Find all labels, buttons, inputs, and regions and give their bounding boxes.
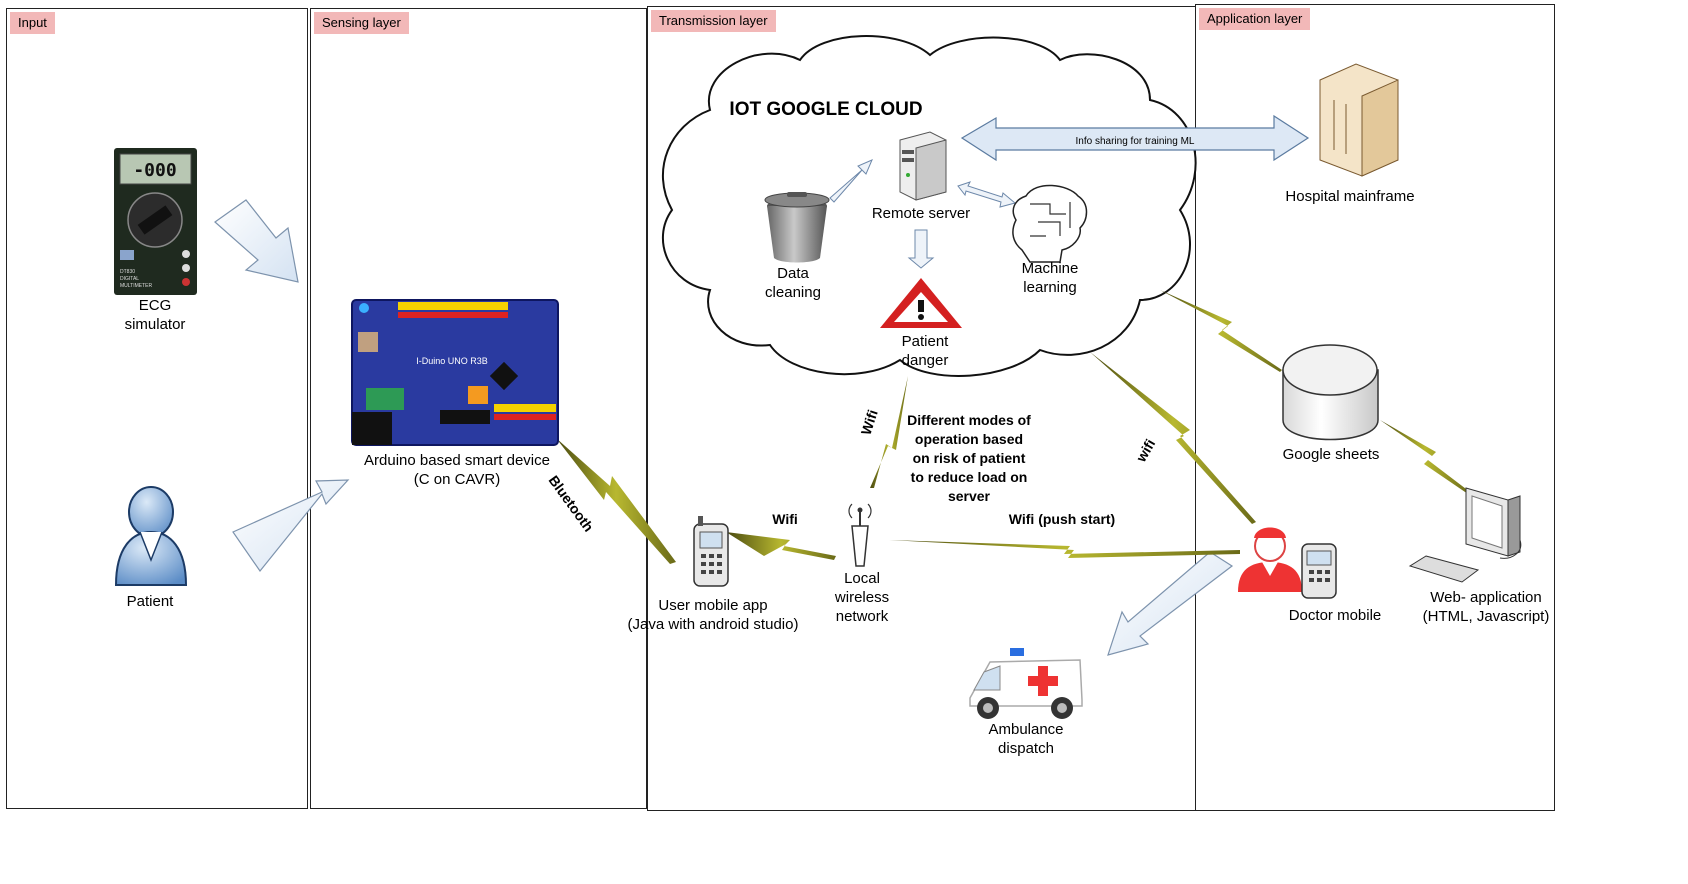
data-cleaning-line2: cleaning xyxy=(765,284,821,301)
ecg-label-line2: simulator xyxy=(124,316,186,333)
user-app-line2: (Java with android studio) xyxy=(627,616,799,633)
machine-learning-line1: Machine xyxy=(1021,260,1079,277)
arduino-label-line1: Arduino based smart device xyxy=(364,452,550,469)
arduino-label-line2: (C on CAVR) xyxy=(413,471,501,488)
doctor-icon xyxy=(1238,527,1302,592)
multimeter-label-text: MULTIMETER xyxy=(120,283,153,289)
ecg-label: ECG simulator xyxy=(125,296,186,334)
ecg-label-line1: ECG xyxy=(138,297,172,314)
desktop-computer-icon xyxy=(1408,487,1522,583)
info-sharing-double-arrow xyxy=(960,114,1310,162)
wifi-right-label: wifi xyxy=(1132,436,1158,465)
patient-label: Patient xyxy=(126,593,174,610)
bluetooth-link-bolt xyxy=(556,438,676,564)
multimeter-display-text: -000 xyxy=(133,160,176,181)
patient-icon xyxy=(114,486,188,586)
board-name-text: I-Duino UNO R3B xyxy=(416,356,488,366)
multimeter-digital-text: DIGITAL xyxy=(120,276,139,282)
machine-learning-line2: learning xyxy=(1023,279,1077,296)
web-app-line1: Web- application xyxy=(1430,589,1542,606)
brain-head-icon xyxy=(1012,184,1088,263)
cloud-title: IOT GOOGLE CLOUD xyxy=(729,99,923,120)
local-net-line1: Local xyxy=(844,570,880,587)
data-cleaning-line1: Data xyxy=(777,265,809,282)
info-sharing-label: Info sharing for training ML xyxy=(1076,136,1195,147)
doctor-mobile-label: Doctor mobile xyxy=(1288,607,1382,624)
warning-triangle-icon xyxy=(880,278,962,328)
data-cleaning-label: Data cleaning xyxy=(765,264,821,302)
local-net-line2: wireless xyxy=(834,589,890,606)
sheets-to-webapp-bolt xyxy=(1380,420,1470,494)
doctor-phone-icon xyxy=(1301,543,1337,599)
trash-bin-icon xyxy=(764,192,830,263)
modes-line4: to reduce load on xyxy=(910,469,1028,485)
local-network-label: Local wireless network xyxy=(835,569,889,626)
cloud-to-sheets-bolt xyxy=(1160,290,1282,372)
patient-danger-label: Patient danger xyxy=(902,332,949,370)
hospital-mainframe-label: Hospital mainframe xyxy=(1285,188,1415,205)
patient-to-device-arrow xyxy=(232,479,350,573)
ambulance-label: Ambulance dispatch xyxy=(988,720,1063,758)
iot-cloud-shape xyxy=(662,35,1197,377)
ambulance-line2: dispatch xyxy=(998,740,1054,757)
transmission-layer-tag: Transmission layer xyxy=(651,10,776,32)
user-mobile-app-label: User mobile app (Java with android studi… xyxy=(628,596,799,634)
web-application-label: Web- application (HTML, Javascript) xyxy=(1423,588,1550,626)
modes-line2: operation based xyxy=(914,431,1024,447)
application-layer-tag: Application layer xyxy=(1199,8,1311,30)
google-sheets-label: Google sheets xyxy=(1282,446,1380,463)
database-cylinder-icon xyxy=(1282,344,1379,441)
machine-learning-label: Machine learning xyxy=(1022,259,1079,297)
local-net-line3: network xyxy=(835,608,889,625)
sensing-layer-tag: Sensing layer xyxy=(314,12,409,34)
web-app-line2: (HTML, Javascript) xyxy=(1422,608,1550,625)
bluetooth-label: Bluetooth xyxy=(546,472,597,534)
patient-danger-line1: Patient xyxy=(901,333,949,350)
multimeter-model-text: DT830 xyxy=(120,269,135,275)
arduino-device-label: Arduino based smart device (C on CAVR) xyxy=(364,451,550,489)
doctor-to-ambulance-arrow xyxy=(1107,551,1234,656)
network-to-doctor-bolt xyxy=(888,540,1240,558)
hospital-mainframe-icon xyxy=(1319,63,1399,177)
server-to-danger-arrow xyxy=(907,229,935,269)
cloud-to-doctor-bolt xyxy=(1090,352,1256,524)
remote-server-label: Remote server xyxy=(871,205,971,222)
remote-server-icon xyxy=(899,131,947,201)
input-layer-panel: Input xyxy=(6,8,308,809)
modes-line1: Different modes of xyxy=(907,412,1031,428)
danger-to-network-bolt xyxy=(870,376,908,488)
wifi-push-label: Wifi (push start) xyxy=(1008,511,1116,527)
modes-line3: on risk of patient xyxy=(912,450,1026,466)
arduino-board-icon xyxy=(351,299,559,446)
ambulance-icon xyxy=(969,648,1083,719)
wifi-vertical-label: Wifi xyxy=(858,408,881,437)
input-layer-tag: Input xyxy=(10,12,55,34)
user-app-line1: User mobile app xyxy=(658,597,768,614)
modes-line5: server xyxy=(947,488,991,504)
ecg-to-device-arrow xyxy=(214,199,299,283)
phone-to-network-bolt xyxy=(726,532,836,560)
wifi-mobile-label: Wifi xyxy=(772,511,798,527)
cleaning-to-server-arrow xyxy=(829,159,873,203)
multimeter-icon xyxy=(114,148,197,295)
patient-danger-line2: danger xyxy=(901,352,949,369)
user-phone-icon xyxy=(693,516,729,587)
operation-modes-note: Different modes of operation based on ri… xyxy=(907,411,1031,506)
ambulance-line1: Ambulance xyxy=(988,721,1064,738)
antenna-icon xyxy=(848,503,872,567)
